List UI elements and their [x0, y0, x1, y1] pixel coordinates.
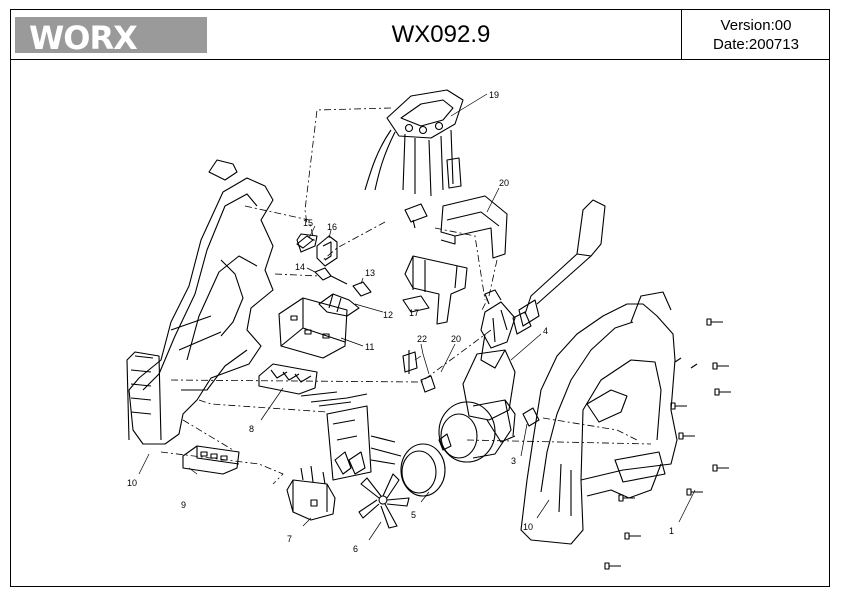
callout-7: 7 — [287, 534, 292, 544]
worx-logo-text: WORX — [29, 19, 138, 57]
callout-17: 17 — [409, 308, 419, 318]
ring-and-plug-part — [296, 233, 338, 267]
leader-lines — [138, 93, 696, 541]
model-number: WX092.9 — [391, 20, 491, 48]
callout-6: 6 — [353, 544, 358, 554]
callout-22: 22 — [417, 334, 427, 344]
callout-19: 20 — [499, 178, 509, 188]
callout-8: 8 — [249, 424, 254, 434]
callout-labels: 19 20 15 16 14 13 12 11 17 22 20 4 3 8 9… — [127, 90, 674, 554]
callout-13: 13 — [365, 268, 375, 278]
callout-5: 5 — [411, 510, 416, 520]
version-block: Version:00 Date:200713 — [681, 10, 830, 59]
callout-16: 16 — [327, 222, 337, 232]
main-switch-part — [286, 451, 366, 521]
callout-12: 12 — [383, 310, 393, 320]
callout-14: 14 — [295, 262, 305, 272]
circuit-board-part — [300, 391, 402, 481]
callout-18: 19 — [489, 90, 499, 100]
terminal-block-part — [258, 363, 318, 395]
callout-11: 11 — [365, 342, 374, 352]
motor-part — [438, 349, 516, 463]
callout-1: 1 — [669, 526, 674, 536]
version-label: Version:00 — [720, 16, 792, 34]
drawing-sheet: WORX WX092.9 Version:00 Date:200713 — [10, 9, 830, 587]
fan-ring-part — [400, 443, 446, 497]
title-block: WORX WX092.9 Version:00 Date:200713 — [11, 10, 829, 60]
callout-4: 4 — [543, 326, 548, 336]
small-clip-part — [522, 407, 540, 427]
control-panel-part — [364, 89, 464, 229]
connector-parts — [402, 350, 436, 393]
valve-parts — [314, 267, 372, 317]
trigger-guard-part — [440, 195, 508, 259]
callout-10-left: 10 — [127, 478, 137, 488]
callout-9: 9 — [181, 500, 186, 510]
left-housing-part — [126, 159, 274, 445]
callout-3: 3 — [511, 456, 516, 466]
bracket-part — [402, 255, 468, 325]
switch-part — [278, 297, 348, 359]
battery-terminal-part — [182, 445, 240, 475]
fan-part — [358, 473, 410, 529]
worx-logo: WORX — [15, 17, 207, 57]
date-label: Date:200713 — [713, 35, 799, 53]
screw-set — [604, 318, 731, 570]
callout-15: 15 — [303, 218, 313, 228]
exploded-parts-diagram: 19 20 15 16 14 13 12 11 17 22 20 4 3 8 9… — [126, 89, 731, 570]
logo-cell: WORX — [11, 10, 207, 59]
callout-20: 20 — [451, 334, 461, 344]
callout-10-right: 10 — [523, 522, 533, 532]
hose-assembly-part — [480, 199, 606, 369]
assembly-lines — [160, 107, 652, 485]
